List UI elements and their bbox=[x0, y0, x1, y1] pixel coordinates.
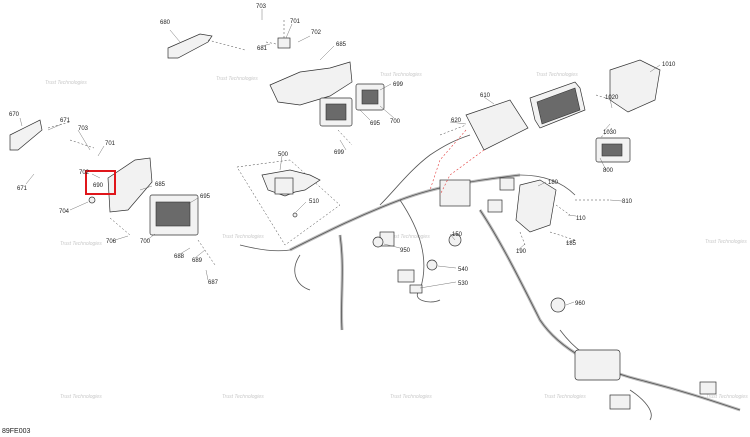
part-610-display bbox=[429, 81, 586, 196]
watermark: Trust Technologies bbox=[388, 234, 430, 240]
watermark: Trust Technologies bbox=[60, 394, 102, 400]
callout-700[interactable]: 700 bbox=[140, 239, 151, 245]
harness-module bbox=[574, 349, 621, 381]
callout-810[interactable]: 810 bbox=[622, 199, 633, 205]
document-reference: 89FE003 bbox=[2, 428, 31, 435]
callout-703[interactable]: 703 bbox=[256, 4, 267, 10]
connector-block bbox=[499, 177, 515, 191]
part-680-bracket bbox=[167, 33, 246, 59]
part-685-bracket-lower bbox=[9, 119, 216, 266]
callout-702[interactable]: 702 bbox=[311, 30, 322, 36]
callout-685[interactable]: 685 bbox=[155, 182, 166, 188]
callout-190[interactable]: 190 bbox=[516, 249, 527, 255]
part-685-bracket-upper bbox=[265, 20, 385, 146]
callout-500[interactable]: 500 bbox=[278, 152, 289, 158]
connector-block bbox=[699, 381, 717, 395]
fuse-box bbox=[439, 179, 471, 207]
callout-960[interactable]: 960 bbox=[575, 301, 586, 307]
callout-1020[interactable]: 1020 bbox=[605, 95, 619, 101]
callout-540[interactable]: 540 bbox=[458, 267, 469, 273]
watermarks: Trust Technologies Trust Technologies Tr… bbox=[45, 72, 748, 400]
callout-950[interactable]: 950 bbox=[400, 248, 411, 254]
watermark: Trust Technologies bbox=[390, 394, 432, 400]
callout-685[interactable]: 685 bbox=[336, 42, 347, 48]
callout-680[interactable]: 680 bbox=[160, 20, 171, 26]
callout-620[interactable]: 620 bbox=[451, 118, 462, 124]
watermark: Trust Technologies bbox=[222, 394, 264, 400]
watermark: Trust Technologies bbox=[45, 80, 87, 86]
callout-510[interactable]: 510 bbox=[309, 199, 320, 205]
part-500-switch bbox=[236, 159, 341, 246]
connector-block bbox=[397, 269, 415, 283]
watermark: Trust Technologies bbox=[706, 394, 748, 400]
callout-681[interactable]: 681 bbox=[257, 46, 268, 52]
callout-671[interactable]: 671 bbox=[60, 118, 71, 124]
callout-702[interactable]: 702 bbox=[79, 170, 90, 176]
watermark: Trust Technologies bbox=[544, 394, 586, 400]
part-180-bracket bbox=[515, 179, 610, 246]
connector-block bbox=[609, 394, 631, 410]
callout-150[interactable]: 150 bbox=[452, 232, 463, 238]
connector-block bbox=[487, 199, 503, 213]
callout-695[interactable]: 695 bbox=[200, 194, 211, 200]
callout-701[interactable]: 701 bbox=[290, 19, 301, 25]
watermark: Trust Technologies bbox=[222, 234, 264, 240]
callout-704[interactable]: 704 bbox=[59, 209, 70, 215]
callout-110[interactable]: 110 bbox=[576, 216, 586, 222]
watermark: Trust Technologies bbox=[216, 76, 258, 82]
callout-688[interactable]: 688 bbox=[174, 254, 185, 260]
callout-671[interactable]: 671 bbox=[17, 186, 28, 192]
watermark: Trust Technologies bbox=[60, 241, 102, 247]
callout-labels: 680 703 701 702 681 685 699 695 700 699 … bbox=[9, 4, 676, 307]
callout-701[interactable]: 701 bbox=[105, 141, 116, 147]
callout-699[interactable]: 699 bbox=[334, 150, 345, 156]
leaders bbox=[19, 9, 661, 306]
callout-185[interactable]: 185 bbox=[566, 241, 577, 247]
callout-695[interactable]: 695 bbox=[370, 121, 381, 127]
callout-610[interactable]: 610 bbox=[480, 93, 491, 99]
callout-1010[interactable]: 1010 bbox=[662, 62, 676, 68]
callout-800[interactable]: 800 bbox=[603, 168, 614, 174]
watermark: Trust Technologies bbox=[536, 72, 578, 78]
callout-689[interactable]: 689 bbox=[192, 258, 203, 264]
callout-690[interactable]: 690 bbox=[93, 183, 104, 189]
callout-180[interactable]: 180 bbox=[548, 180, 559, 186]
watermark: Trust Technologies bbox=[705, 239, 747, 245]
callout-703[interactable]: 703 bbox=[78, 126, 89, 132]
part-1010-bracket bbox=[595, 59, 661, 163]
callout-530[interactable]: 530 bbox=[458, 281, 469, 287]
callout-706[interactable]: 706 bbox=[106, 239, 117, 245]
callout-1030[interactable]: 1030 bbox=[603, 130, 617, 136]
callout-687[interactable]: 687 bbox=[208, 280, 219, 286]
callout-699[interactable]: 699 bbox=[393, 82, 404, 88]
callout-670[interactable]: 670 bbox=[9, 112, 20, 118]
callout-700[interactable]: 700 bbox=[390, 119, 401, 125]
highlight-box bbox=[85, 170, 116, 195]
watermark: Trust Technologies bbox=[380, 72, 422, 78]
